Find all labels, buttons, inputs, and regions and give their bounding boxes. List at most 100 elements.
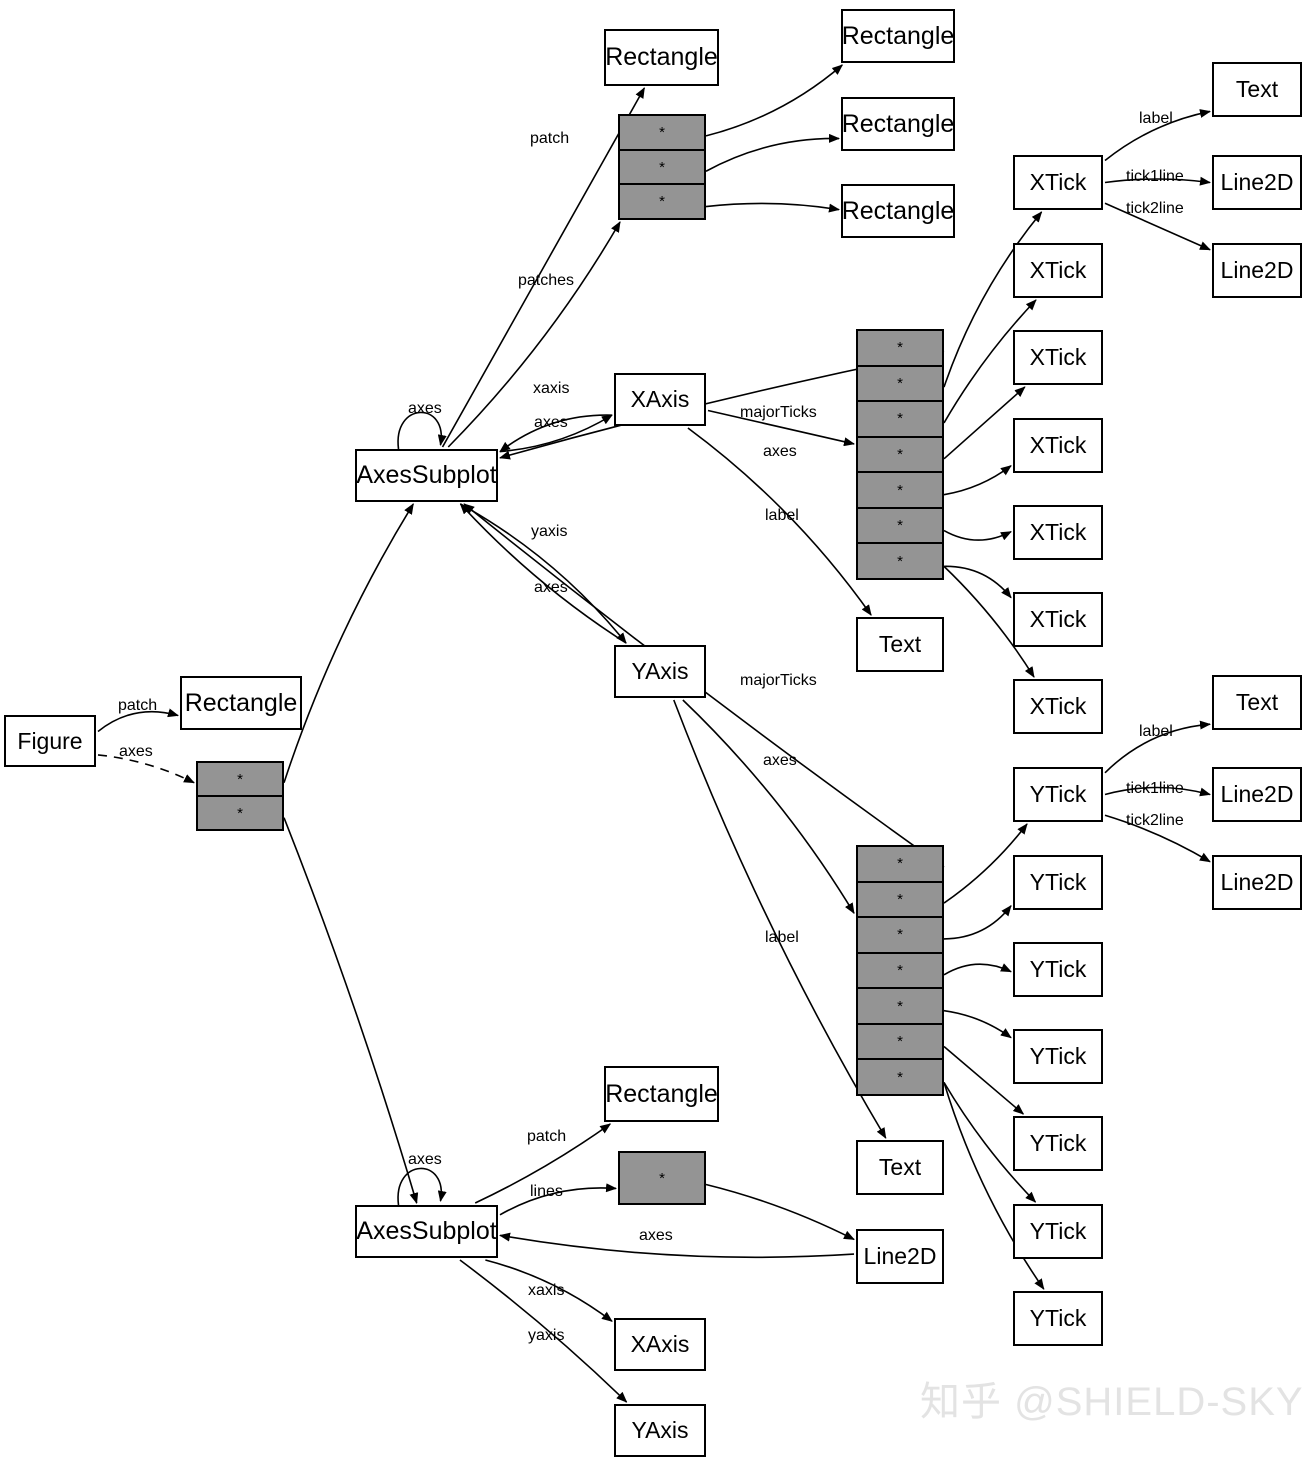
node-ytick_l1[interactable]: Line2D <box>1212 767 1302 822</box>
node-yaxis_label[interactable]: Text <box>856 1140 944 1195</box>
node-ytick_4[interactable]: YTick <box>1013 1116 1103 1171</box>
list-cell[interactable]: * <box>620 151 704 186</box>
node-ytick_2[interactable]: YTick <box>1013 942 1103 997</box>
edge-label-patch: patch <box>530 130 570 147</box>
node-xtick_4[interactable]: XTick <box>1013 505 1103 560</box>
list-cell[interactable]: * <box>659 193 665 211</box>
list-cell[interactable]: * <box>858 954 942 990</box>
list-cell[interactable]: * <box>897 552 903 570</box>
list-node-lines_list[interactable]: * <box>618 1151 706 1205</box>
edge-label-label: label <box>1139 723 1173 740</box>
node-xtick_5[interactable]: XTick <box>1013 592 1103 647</box>
edge-yticks_list-to-ytick_4 <box>943 1045 1025 1115</box>
edge-label-patch: patch <box>527 1128 567 1145</box>
edge-label-axes: axes <box>639 1227 673 1244</box>
node-patch_rect_3[interactable]: Rectangle <box>841 184 955 238</box>
list-cell[interactable]: * <box>858 473 942 509</box>
node-xaxis_bot[interactable]: XAxis <box>614 1318 706 1371</box>
node-figure[interactable]: Figure <box>4 715 96 767</box>
node-label: XAxis <box>630 1331 690 1357</box>
node-label: Text <box>1235 76 1279 102</box>
node-xtick_6[interactable]: XTick <box>1013 679 1103 734</box>
node-yaxis_top[interactable]: YAxis <box>614 645 706 698</box>
node-xtick_2[interactable]: XTick <box>1013 330 1103 385</box>
node-label: Rectangle <box>841 109 955 138</box>
node-label: AxesSubplot <box>356 1217 497 1245</box>
node-label: YTick <box>1029 781 1087 807</box>
node-label: YTick <box>1029 1305 1087 1331</box>
node-label: Line2D <box>1220 169 1294 195</box>
node-xtick_0[interactable]: XTick <box>1013 155 1103 210</box>
node-label: YTick <box>1029 1218 1087 1244</box>
node-xtick_l1[interactable]: Line2D <box>1212 155 1302 210</box>
list-cell[interactable]: * <box>620 116 704 151</box>
node-yaxis_bot[interactable]: YAxis <box>614 1404 706 1457</box>
edge-xticks_list-to-xtick_4 <box>943 529 1012 541</box>
edge-label-patch: patch <box>118 697 158 714</box>
node-ax_top[interactable]: AxesSubplot <box>355 449 498 502</box>
node-label: XTick <box>1029 693 1087 719</box>
list-cell[interactable]: * <box>237 804 243 822</box>
node-ytick_5[interactable]: YTick <box>1013 1204 1103 1259</box>
node-label: XTick <box>1029 519 1087 545</box>
list-cell[interactable]: * <box>858 1025 942 1061</box>
node-xtick_text[interactable]: Text <box>1212 62 1302 117</box>
node-label: Rectangle <box>605 43 718 71</box>
list-cell[interactable]: * <box>858 402 942 438</box>
node-label: Figure <box>17 727 83 754</box>
list-cell[interactable]: * <box>858 438 942 474</box>
list-node-patches_list[interactable]: *** <box>618 114 706 220</box>
edge-label-xaxis: xaxis <box>533 380 570 397</box>
node-xtick_l2[interactable]: Line2D <box>1212 243 1302 298</box>
edge-yticks_list-to-ytick_3 <box>943 1009 1012 1039</box>
edge-yaxis_top-to-yticks_list <box>682 699 855 915</box>
list-node-fig_axes_list[interactable]: ** <box>196 761 284 831</box>
node-patch_rect_1[interactable]: Rectangle <box>841 9 955 63</box>
list-cell[interactable]: * <box>858 367 942 403</box>
edge-label-axes: axes <box>763 443 797 460</box>
node-ax_bot_patch[interactable]: Rectangle <box>604 1066 719 1122</box>
node-label: XTick <box>1029 432 1087 458</box>
list-node-yticks_list[interactable]: ******* <box>856 845 944 1096</box>
node-label: YTick <box>1029 956 1087 982</box>
node-label: Rectangle <box>184 688 298 717</box>
node-ytick_text[interactable]: Text <box>1212 675 1302 730</box>
list-cell[interactable]: * <box>198 763 282 797</box>
list-cell[interactable]: * <box>858 883 942 919</box>
node-label: YTick <box>1029 1043 1087 1069</box>
list-node-xticks_list[interactable]: ******* <box>856 329 944 580</box>
list-cell[interactable]: * <box>858 509 942 545</box>
node-label: YAxis <box>631 1417 689 1443</box>
node-label: XTick <box>1029 257 1087 283</box>
list-cell[interactable]: * <box>858 989 942 1025</box>
node-ax_top_patch[interactable]: Rectangle <box>604 29 719 86</box>
edge-ax_top-to-ax_top <box>397 411 447 450</box>
list-cell[interactable]: * <box>659 1169 665 1187</box>
node-label: Rectangle <box>841 196 955 225</box>
edge-label-tick1line: tick1line <box>1126 780 1184 797</box>
node-label: Text <box>1235 689 1279 715</box>
edge-xticks_list-to-xtick_3 <box>943 465 1012 496</box>
node-ytick_3[interactable]: YTick <box>1013 1029 1103 1084</box>
node-fig_patch[interactable]: Rectangle <box>180 676 302 730</box>
node-xaxis_top[interactable]: XAxis <box>614 373 706 426</box>
node-ax_bot[interactable]: AxesSubplot <box>355 1205 498 1258</box>
node-patch_rect_2[interactable]: Rectangle <box>841 97 955 151</box>
node-ytick_0[interactable]: YTick <box>1013 767 1103 822</box>
list-cell[interactable]: * <box>897 1068 903 1086</box>
node-xtick_1[interactable]: XTick <box>1013 243 1103 298</box>
node-ytick_l2[interactable]: Line2D <box>1212 855 1302 910</box>
list-cell[interactable]: * <box>858 331 942 367</box>
list-cell[interactable]: * <box>858 847 942 883</box>
edge-label-majorTicks: majorTicks <box>740 404 817 421</box>
node-xtick_3[interactable]: XTick <box>1013 418 1103 473</box>
node-ytick_1[interactable]: YTick <box>1013 855 1103 910</box>
node-line2d_bot[interactable]: Line2D <box>856 1229 944 1284</box>
node-xaxis_label[interactable]: Text <box>856 617 944 672</box>
edge-label-tick2line: tick2line <box>1126 812 1184 829</box>
list-cell[interactable]: * <box>858 918 942 954</box>
node-label: Text <box>878 631 922 657</box>
node-ytick_6[interactable]: YTick <box>1013 1291 1103 1346</box>
